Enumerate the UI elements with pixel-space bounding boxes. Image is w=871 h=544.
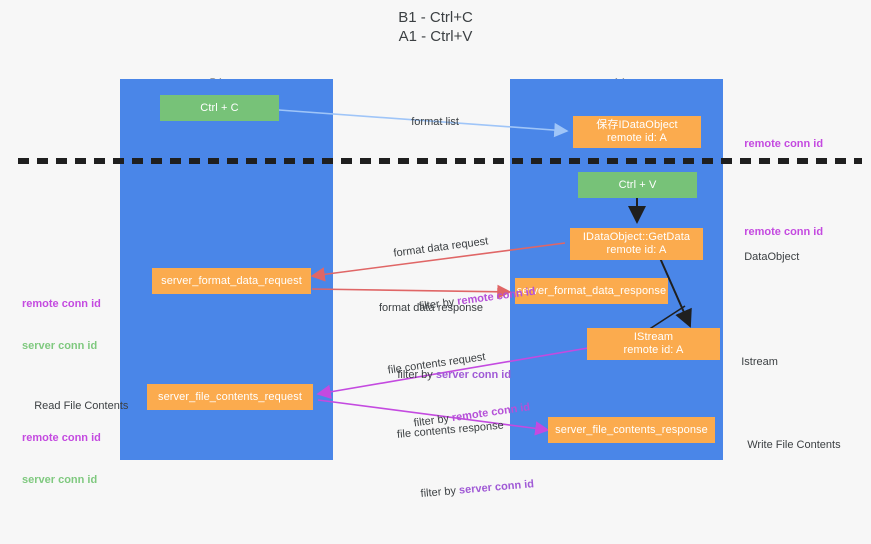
edge-label-format-list: format list <box>399 101 459 143</box>
node-server-file-contents-request[interactable]: server_file_contents_request <box>147 384 313 410</box>
node-ctrl-c[interactable]: Ctrl + C <box>160 95 279 121</box>
edge-label-format-list-text: format list <box>411 116 459 128</box>
node-ctrl-v-label: Ctrl + V <box>618 178 657 191</box>
node-server-file-contents-request-label: server_file_contents_request <box>157 390 303 403</box>
node-save-idataobject-label: 保存IDataObject <box>596 119 678 131</box>
annotation-right-istream: Istream <box>729 341 778 383</box>
node-save-idataobject-sublabel: remote id: A <box>607 132 667 144</box>
annotation-right-remote-conn-id-mid-text: remote conn id <box>744 226 824 238</box>
page-title: B1 - Ctrl+C A1 - Ctrl+V <box>398 9 473 45</box>
node-ctrl-c-label: Ctrl + C <box>200 101 239 114</box>
node-server-file-contents-response[interactable]: server_file_contents_response <box>548 417 715 443</box>
filter-prefix: filter by <box>420 484 460 501</box>
annotation-right-dataobject: DataObject <box>732 236 799 278</box>
node-server-format-data-request-label: server_format_data_request <box>161 274 302 287</box>
edge-label-format-data-response: format data response filter by server co… <box>379 273 511 424</box>
edge-label-file-contents-response-filter: filter by server conn id <box>401 463 536 516</box>
annotation-left-read-file-contents-text: Read File Contents <box>34 400 129 412</box>
filter-prefix: filter by <box>397 369 436 381</box>
annotation-right-istream-text: Istream <box>741 356 778 368</box>
annotation-left-conn-ids-top: remote conn id server conn id <box>22 269 101 381</box>
annotation-left-read-file-contents: Read File Contents <box>22 385 128 427</box>
node-server-file-contents-response-label: server_file_contents_response <box>555 423 708 436</box>
edge-label-file-contents-request-text: file contents request <box>387 351 487 377</box>
edge-label-file-contents-response: file contents response filter by server … <box>394 388 538 544</box>
annotation-left-conn-ids-bottom: remote conn id server conn id <box>22 403 101 515</box>
annotation-right-remote-conn-id-top: remote conn id <box>732 123 823 165</box>
annotation-right-write-file-contents: Write File Contents <box>735 424 841 466</box>
node-istream-sublabel: remote id: A <box>623 344 684 356</box>
diagram-canvas: B1 - Ctrl+C A1 - Ctrl+V B1 connection A1… <box>18 9 862 500</box>
node-istream[interactable]: IStream remote id: A <box>587 328 720 360</box>
node-idataobject-getdata-sublabel: remote id: A <box>606 244 667 256</box>
filter-key-server-conn-id: server conn id <box>458 478 535 497</box>
annotation-left-remote-conn-id: remote conn id <box>22 298 101 310</box>
annotation-right-remote-conn-id-mid: remote conn id <box>732 211 823 253</box>
annotation-right-dataobject-text: DataObject <box>744 251 800 263</box>
edge-label-format-data-request-text: format data request <box>392 235 489 260</box>
node-server-format-data-response[interactable]: server_format_data_response <box>515 278 668 304</box>
filter-key-server-conn-id: server conn id <box>435 369 512 381</box>
edge-label-format-data-response-text: format data response <box>379 302 483 314</box>
node-idataobject-getdata-label: IDataObject::GetData <box>582 231 691 243</box>
edge-label-file-contents-response-text: file contents response <box>396 419 505 441</box>
node-server-format-data-response-label: server_format_data_response <box>516 284 667 297</box>
node-save-idataobject[interactable]: 保存IDataObject remote id: A <box>573 116 701 148</box>
annotation-left-server-conn-id: server conn id <box>22 340 98 352</box>
node-server-format-data-request[interactable]: server_format_data_request <box>152 268 311 294</box>
annotation-left-server-conn-id-2: server conn id <box>22 474 98 486</box>
annotation-right-write-file-contents-text: Write File Contents <box>747 439 841 451</box>
annotation-left-remote-conn-id-2: remote conn id <box>22 432 101 444</box>
node-istream-label: IStream <box>633 331 674 343</box>
edge-label-format-data-response-filter: filter by server conn id <box>379 354 511 396</box>
node-ctrl-v[interactable]: Ctrl + V <box>578 172 697 198</box>
annotation-right-remote-conn-id-top-text: remote conn id <box>744 138 824 150</box>
node-idataobject-getdata[interactable]: IDataObject::GetData remote id: A <box>570 228 703 260</box>
